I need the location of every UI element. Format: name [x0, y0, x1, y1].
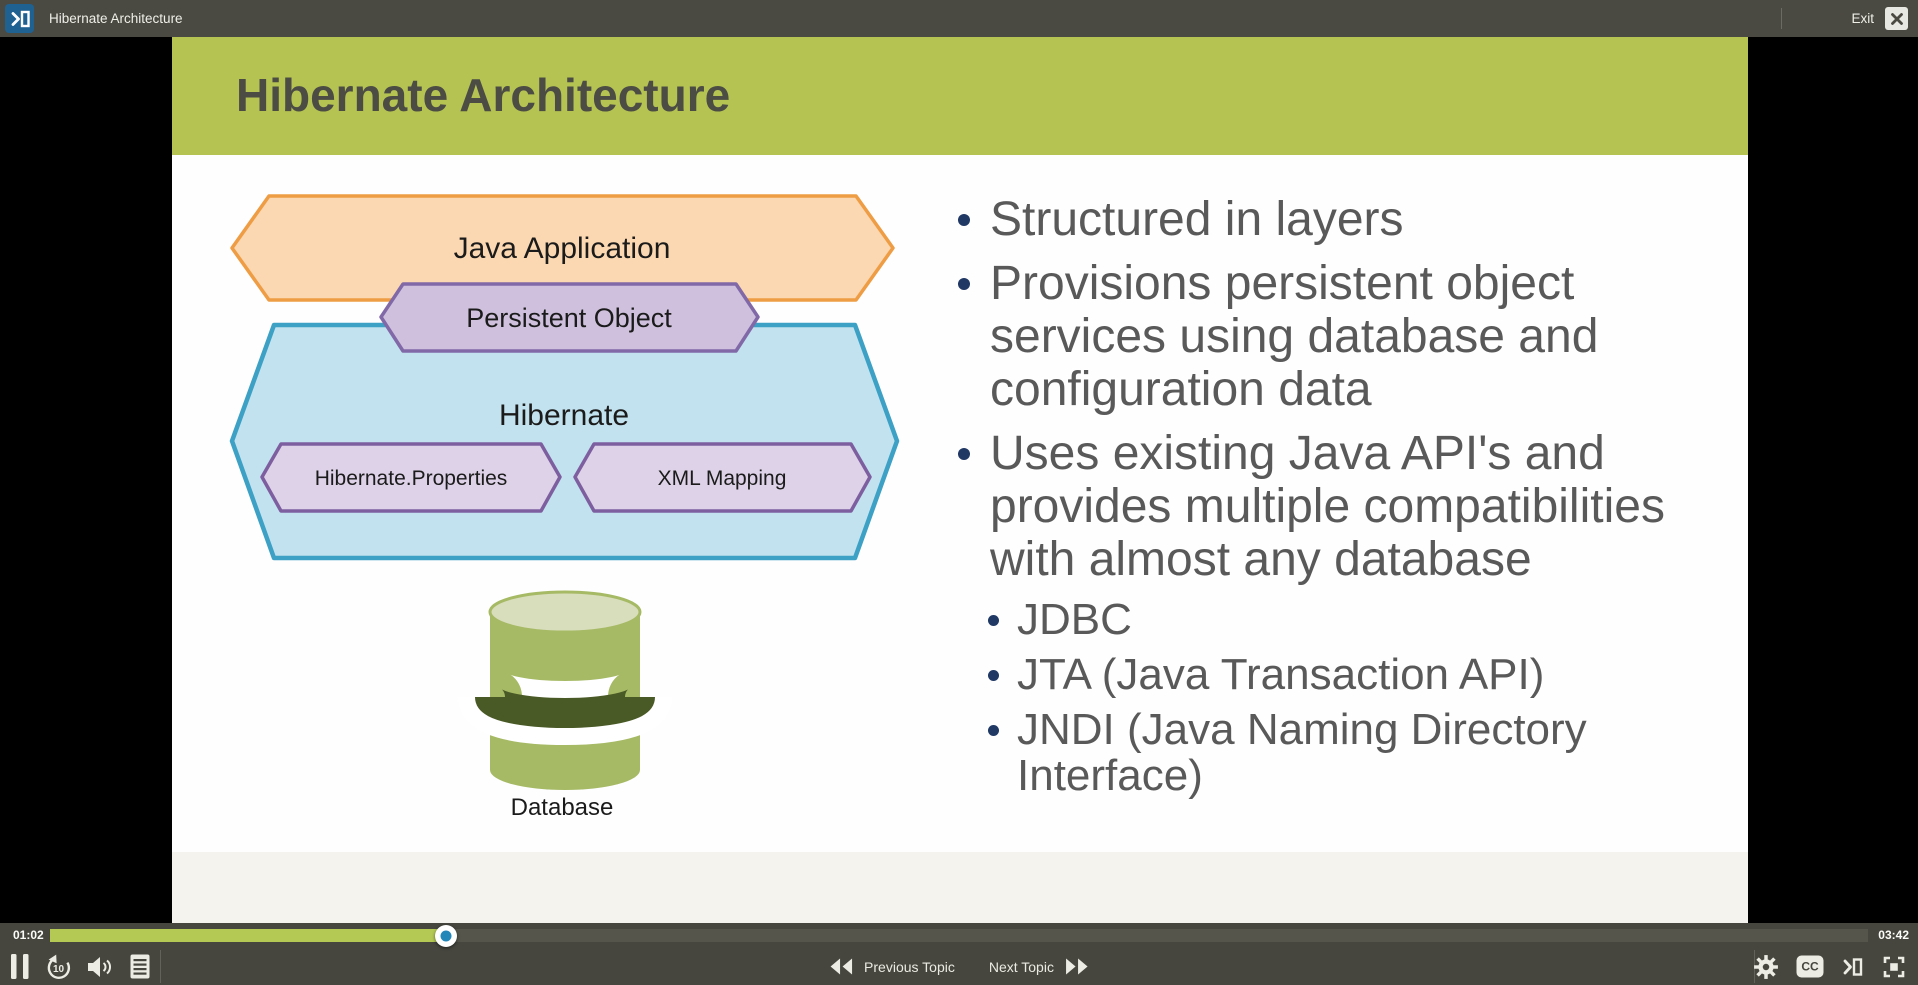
pause-icon: [11, 954, 29, 979]
sidebar-toggle-icon: [11, 10, 30, 27]
slide-body: Java Application Hibernate Persistent Ob…: [172, 155, 1748, 852]
database-cylinder-icon: [458, 590, 672, 790]
next-topic-label: Next Topic: [988, 958, 1054, 975]
bullet-text: Uses existing Java API's and provides mu…: [990, 427, 1665, 586]
titlebar-divider: [1781, 8, 1782, 29]
fullscreen-button[interactable]: [1882, 955, 1906, 979]
next-topic-button[interactable]: Next Topic: [989, 958, 1088, 975]
closed-captions-button[interactable]: CC: [1796, 955, 1824, 978]
database-label: Database: [511, 794, 614, 821]
sidebar-toggle-button-footer[interactable]: [1841, 955, 1865, 979]
list-item: JTA (Java Transaction API): [988, 652, 1718, 698]
bullet-text: Structured in layers: [990, 193, 1404, 246]
hibernate-label: Hibernate: [499, 399, 629, 432]
slide-header: Hibernate Architecture: [172, 37, 1748, 155]
replay-seconds-label: 10: [53, 964, 65, 975]
bullet-list: Structured in layers Provisions persiste…: [958, 193, 1718, 808]
xml-mapping-hexagon: [573, 442, 872, 513]
bullet-text: JDBC: [1017, 595, 1132, 644]
list-item: Structured in layers: [958, 193, 1718, 246]
slide: Hibernate Architecture Java Application …: [172, 37, 1748, 923]
previous-topic-button[interactable]: Previous Topic: [830, 958, 955, 975]
fullscreen-icon: [1883, 956, 1905, 977]
list-item: Uses existing Java API's and provides mu…: [958, 427, 1718, 586]
controls-row: 10: [0, 948, 1918, 985]
titlebar: Hibernate Architecture Exit: [0, 0, 1918, 37]
hibernate-properties-label: Hibernate.Properties: [315, 467, 508, 490]
topic-navigation: Previous Topic Next Topic: [830, 948, 1088, 985]
sidebar-toggle-button[interactable]: [5, 4, 34, 33]
bullet-text: Provisions persistent object services us…: [990, 257, 1599, 416]
replay-10-button[interactable]: 10: [45, 953, 72, 981]
seekbar-fill: [50, 924, 458, 947]
controls-divider: [160, 950, 161, 983]
cc-label: CC: [1801, 960, 1819, 974]
java-application-hexagon: [230, 194, 895, 302]
next-icon: [1065, 958, 1088, 975]
elapsed-time: 01:02: [13, 928, 44, 942]
xml-mapping-label: XML Mapping: [658, 467, 787, 490]
list-item: Provisions persistent object services us…: [958, 257, 1718, 416]
volume-icon: [88, 956, 111, 977]
left-controls: 10: [11, 948, 150, 985]
list-item: JNDI (Java Naming Directory Interface): [988, 707, 1718, 799]
bullet-dot: [958, 214, 970, 226]
hibernate-properties-hexagon: [260, 442, 562, 513]
previous-icon: [830, 958, 853, 975]
close-button[interactable]: [1885, 7, 1908, 30]
bullet-dot: [958, 448, 970, 460]
seekbar-handle[interactable]: [435, 924, 458, 947]
hibernate-architecture-diagram: Java Application Hibernate Persistent Ob…: [229, 194, 900, 821]
bullet-dot: [988, 615, 999, 626]
exit-button[interactable]: Exit: [1851, 0, 1874, 37]
slide-title: Hibernate Architecture: [236, 69, 731, 121]
hibernate-hexagon: [229, 322, 900, 561]
bullet-dot: [988, 725, 999, 736]
settings-button[interactable]: [1753, 954, 1779, 980]
transcript-icon: [130, 954, 150, 979]
java-application-label: Java Application: [454, 232, 671, 265]
sidebar-toggle-icon: [1843, 957, 1863, 976]
course-title: Hibernate Architecture: [49, 11, 183, 26]
list-item: JDBC: [988, 597, 1718, 643]
bullet-text: JNDI (Java Naming Directory Interface): [1017, 705, 1587, 800]
replay-10-icon: 10: [47, 954, 71, 979]
seekbar[interactable]: [50, 924, 1868, 947]
player-bar: 01:02 03:42: [0, 923, 1918, 985]
persistent-object-label: Persistent Object: [466, 303, 672, 333]
transcript-button[interactable]: [130, 954, 150, 979]
progress-row: 01:02 03:42: [0, 923, 1918, 948]
volume-button[interactable]: [88, 955, 114, 979]
bullet-text: JTA (Java Transaction API): [1017, 650, 1545, 699]
pause-button[interactable]: [11, 954, 29, 979]
right-controls: CC: [1753, 948, 1906, 985]
bullet-dot: [958, 278, 970, 290]
persistent-object-hexagon: [379, 282, 760, 353]
slide-footer-strip: [172, 852, 1748, 923]
close-icon: [1890, 12, 1903, 25]
settings-gear-icon: [1754, 954, 1778, 979]
closed-captions-icon: CC: [1796, 955, 1824, 978]
previous-topic-label: Previous Topic: [864, 958, 955, 975]
total-time: 03:42: [1878, 928, 1909, 942]
bullet-dot: [988, 670, 999, 681]
